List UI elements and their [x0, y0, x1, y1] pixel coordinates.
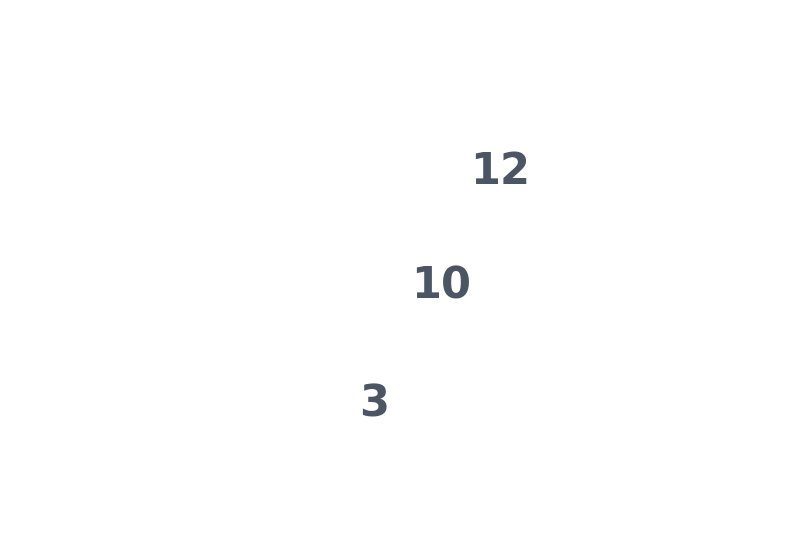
number-label-3: 3 — [360, 376, 390, 427]
number-label-12: 12 — [471, 144, 530, 195]
number-label-10: 10 — [412, 258, 471, 309]
